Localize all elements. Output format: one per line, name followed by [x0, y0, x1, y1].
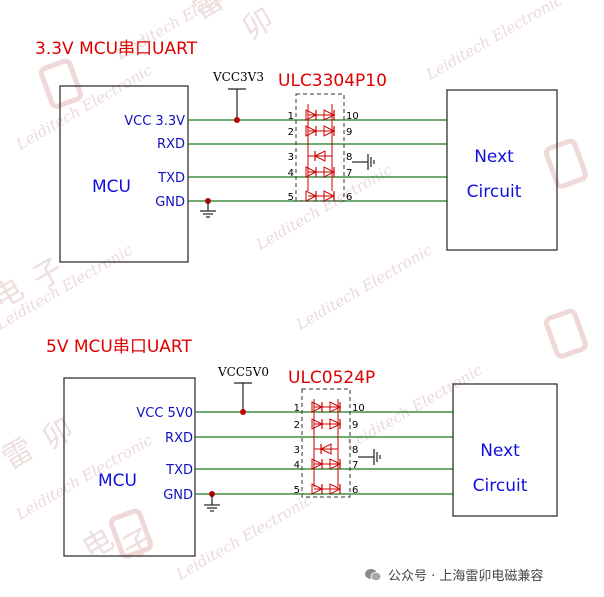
vcc-net-label-2: VCC5V0 — [217, 365, 269, 379]
chip-pin-number-right: 8 — [346, 152, 352, 163]
diode-icon — [329, 401, 342, 413]
diode-icon — [305, 109, 318, 121]
chip-pin-number-right: 7 — [346, 168, 352, 179]
ground-symbol-mcu-1 — [200, 201, 216, 218]
chip-pin-number-right: 7 — [352, 460, 358, 471]
chip-pin-number-right: 9 — [352, 420, 358, 431]
watermark-text: Leiditech Electronic — [172, 491, 316, 584]
chip-pin-number-left: 2 — [294, 420, 300, 431]
pin-label-rxd-2: RXD — [165, 431, 193, 446]
chip-pin-number-left: 3 — [288, 152, 294, 163]
circuit-label-1: Circuit — [467, 182, 522, 202]
diode-icon — [305, 190, 318, 202]
footer: 公众号 · 上海雷卯电磁兼容 — [364, 565, 543, 584]
chip-pin-number-left: 1 — [294, 403, 300, 414]
junction-vcc-2 — [240, 409, 246, 415]
next-circuit-block-2 — [452, 383, 558, 517]
watermark-cn-char: 子 — [117, 522, 160, 567]
ground-symbol-chip-1 — [352, 154, 375, 170]
diode-icon — [311, 418, 324, 430]
ground-symbol-chip-2 — [358, 449, 381, 465]
diode-icon — [311, 401, 324, 413]
pin-label-txd-2: TXD — [165, 463, 193, 478]
diode-icon — [329, 458, 342, 470]
watermark-cn-char: 雷 — [0, 432, 40, 477]
junction-vcc-1 — [234, 117, 240, 123]
diode-icon — [305, 166, 318, 178]
mcu-block-1 — [59, 85, 189, 263]
chip-outline — [295, 93, 345, 202]
mcu-block-2 — [63, 377, 196, 557]
watermark-text: Leiditech Electronic — [12, 61, 156, 154]
watermark-text: Leiditech Electronic — [292, 241, 436, 334]
next-label-1: Next — [474, 147, 514, 167]
pin-label-gnd-2: GND — [163, 488, 193, 503]
diode-icon — [329, 483, 342, 495]
circuit-2-title: 5V MCU串口UART — [46, 337, 192, 357]
esd-chip-2: 1 10 2 9 3 8 4 7 5 6 — [294, 388, 365, 498]
watermark-logo — [38, 58, 83, 109]
part-name-2: ULC0524P — [288, 368, 375, 388]
chip-pin-number-left: 5 — [288, 192, 294, 203]
diode-icon — [311, 458, 324, 470]
chip-outline — [301, 388, 351, 498]
chip-pin-number-right: 8 — [352, 445, 358, 456]
mcu-label-1: MCU — [92, 177, 131, 197]
diode-icon — [323, 109, 336, 121]
circuit-label-2: Circuit — [473, 476, 528, 496]
diode-icon — [313, 150, 326, 162]
watermark-cn-char: 卯 — [37, 412, 80, 457]
diode-icon — [319, 443, 332, 455]
diode-icon — [311, 483, 324, 495]
next-circuit-block-1 — [446, 89, 558, 251]
circuit-2: 5V MCU串口UART MCU VCC 5V0 RXD TXD GND VCC… — [46, 337, 558, 557]
esd-chip-1: 1 10 2 9 3 8 4 7 5 6 — [288, 93, 359, 203]
pin-label-txd-1: TXD — [157, 171, 185, 186]
pin-label-vcc-2: VCC 5V0 — [136, 406, 193, 421]
mcu-label-2: MCU — [98, 471, 137, 491]
chip-pin-number-right: 9 — [346, 127, 352, 138]
diode-icon — [323, 190, 336, 202]
chip-pin-number-left: 2 — [288, 127, 294, 138]
chip-pin-number-left: 4 — [294, 460, 300, 471]
watermark-logo — [543, 138, 588, 189]
pin-label-vcc-1: VCC 3.3V — [124, 114, 185, 129]
watermark-logo — [543, 308, 588, 359]
pin-label-rxd-1: RXD — [157, 137, 185, 152]
wechat-icon — [365, 568, 382, 581]
chip-pin-number-left: 1 — [288, 111, 294, 122]
diode-icon — [323, 166, 336, 178]
chip-pin-number-left: 5 — [294, 485, 300, 496]
vcc-net-label-1: VCC3V3 — [212, 70, 264, 84]
circuit-1-title: 3.3V MCU串口UART — [35, 39, 198, 59]
part-name-1: ULC3304P10 — [278, 71, 387, 91]
diode-icon — [329, 418, 342, 430]
chip-pin-number-right: 6 — [346, 192, 352, 203]
circuit-1: 3.3V MCU串口UART MCU VCC 3.3V RXD TXD GND … — [35, 39, 558, 263]
diode-icon — [323, 125, 336, 137]
chip-pin-number-right: 6 — [352, 485, 358, 496]
footer-text: 公众号 · 上海雷卯电磁兼容 — [388, 569, 544, 584]
watermark-text: Leiditech Electronic — [422, 0, 566, 84]
watermark-cn-char: 卯 — [237, 2, 280, 47]
chip-pin-number-right: 10 — [346, 111, 359, 122]
pin-label-gnd-1: GND — [155, 195, 185, 210]
ground-symbol-mcu-2 — [204, 494, 220, 512]
chip-pin-number-right: 10 — [352, 403, 365, 414]
next-label-2: Next — [480, 441, 520, 461]
chip-pin-number-left: 4 — [288, 168, 294, 179]
chip-pin-number-left: 3 — [294, 445, 300, 456]
diode-icon — [305, 125, 318, 137]
watermark-logo — [108, 508, 153, 559]
